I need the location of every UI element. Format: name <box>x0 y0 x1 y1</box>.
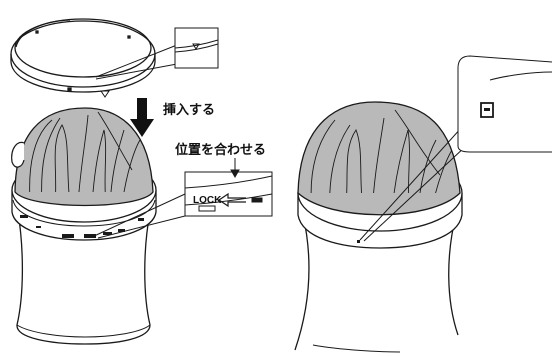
ring-callout <box>95 27 219 80</box>
socket-callout <box>359 55 552 242</box>
triangle-marker-icon <box>100 90 110 98</box>
garbage-bag-right <box>297 101 461 216</box>
retainer-ring <box>10 18 156 93</box>
lock-callout <box>91 158 273 239</box>
down-arrow-icon <box>130 98 154 137</box>
lock-marking: LOCK <box>193 195 222 206</box>
insert-instruction: 挿入する <box>163 103 216 118</box>
garbage-bag-left <box>11 107 154 207</box>
align-instruction: 位置を合わせる <box>175 143 267 158</box>
lock-arrow-icon <box>217 192 246 208</box>
